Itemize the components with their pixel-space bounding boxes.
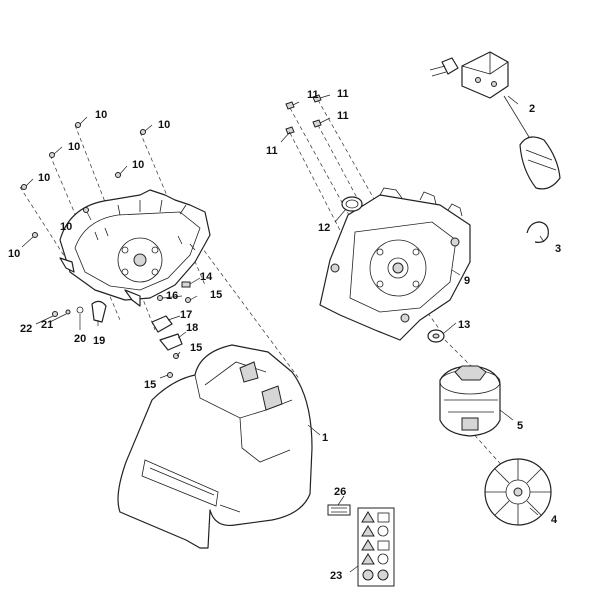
bearing-13 [427, 329, 445, 343]
switch-19 [91, 300, 107, 323]
screw-15c [167, 372, 173, 378]
callout-10: 10 [95, 109, 107, 121]
fan-4 [484, 458, 552, 526]
warning-icon [361, 525, 375, 537]
clip-14 [181, 281, 191, 288]
warning-icon [361, 511, 375, 523]
callout-2: 2 [529, 103, 535, 115]
bracket-17 [151, 315, 173, 333]
screw-16 [157, 295, 163, 301]
main-housing [117, 344, 313, 549]
callout-18: 18 [186, 322, 198, 334]
washer-20 [76, 306, 84, 314]
callout-19: 19 [93, 335, 105, 347]
warning-label-23 [357, 507, 395, 587]
callout-11: 11 [337, 110, 349, 122]
callout-10: 10 [38, 172, 50, 184]
motor-housing [319, 187, 471, 341]
warning-icon [362, 569, 374, 581]
screws-11 [285, 94, 322, 135]
callout-11: 11 [337, 88, 349, 100]
callout-21: 21 [41, 319, 53, 331]
bracket-18 [159, 333, 183, 351]
screw-15a [185, 297, 191, 303]
screw-22 [52, 311, 58, 317]
callout-10: 10 [8, 248, 20, 260]
callout-23: 23 [330, 570, 342, 582]
callout-13: 13 [458, 319, 470, 331]
callout-10: 10 [68, 141, 80, 153]
label-26 [327, 504, 351, 516]
callout-26: 26 [334, 486, 346, 498]
callout-9: 9 [464, 275, 470, 287]
callout-14: 14 [200, 271, 213, 283]
callout-16: 16 [166, 290, 178, 302]
callout-3: 3 [555, 243, 561, 255]
callout-15: 15 [144, 379, 156, 391]
callout-17: 17 [180, 309, 192, 321]
callout-20: 20 [74, 333, 86, 345]
motor-5 [439, 365, 501, 437]
ring-12 [341, 196, 363, 212]
screw-15b [173, 353, 179, 359]
callouts: 10 10 10 10 10 10 10 11 11 11 11 12 9 13… [8, 88, 561, 582]
nut-21 [65, 309, 71, 315]
leader-lines [21, 94, 545, 573]
callout-12: 12 [318, 222, 330, 234]
book-icon [377, 512, 390, 523]
power-cord-2 [429, 51, 561, 190]
warning-icon [361, 539, 375, 551]
no-hands-icon [377, 553, 389, 565]
callout-11: 11 [307, 89, 319, 101]
rear-housing [59, 189, 211, 307]
clip-ring-3 [526, 221, 549, 243]
callout-5: 5 [517, 420, 523, 432]
callout-10: 10 [132, 159, 144, 171]
warning-icon [361, 553, 375, 565]
callout-10: 10 [60, 221, 72, 233]
no-hands-icon [377, 569, 389, 581]
callout-4: 4 [551, 514, 558, 526]
eye-protection-icon [377, 525, 389, 537]
callout-1: 1 [322, 432, 328, 444]
callout-22: 22 [20, 323, 32, 335]
callout-15: 15 [210, 289, 222, 301]
book-icon [377, 540, 390, 551]
screws-10 [21, 122, 146, 238]
callout-11: 11 [266, 145, 278, 157]
callout-15: 15 [190, 342, 202, 354]
callout-10: 10 [158, 119, 170, 131]
small-parts [52, 281, 191, 378]
